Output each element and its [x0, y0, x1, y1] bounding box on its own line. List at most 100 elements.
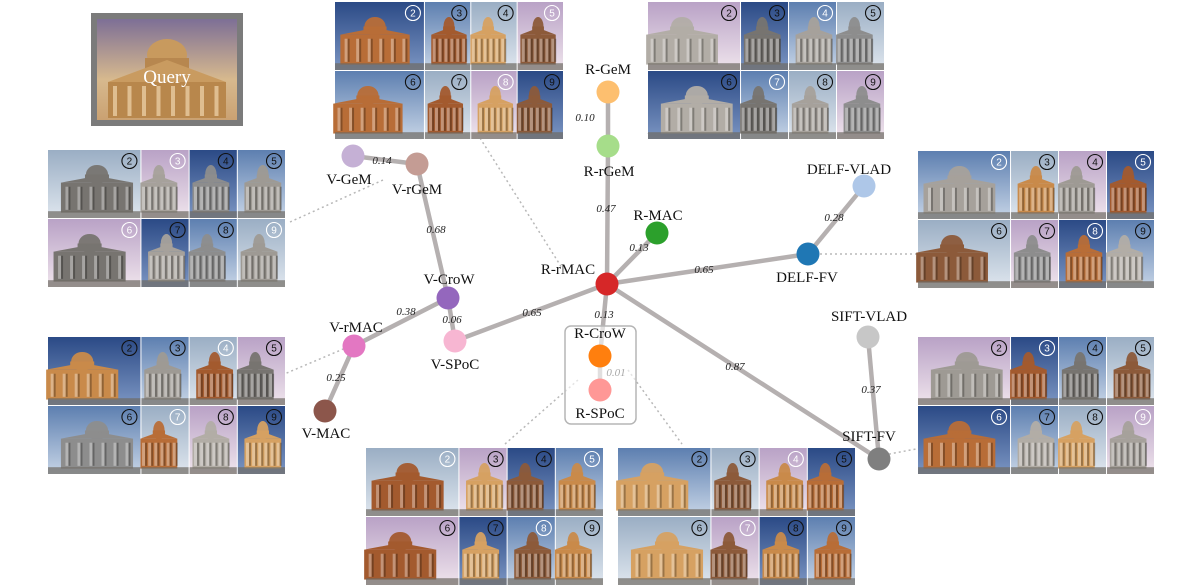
edge-weight-label: 0.65 [522, 307, 542, 319]
node-v-gem: V-GeM [326, 144, 372, 188]
thumbnail-image [506, 448, 555, 516]
thumbnail-image [335, 2, 424, 70]
rank-badge: 7 [169, 221, 186, 239]
rank-badge: 6 [720, 73, 738, 91]
rank-badge: 6 [990, 408, 1008, 426]
rank-number: 3 [1044, 158, 1050, 169]
rank-number: 7 [493, 524, 499, 535]
rank-number: 2 [127, 344, 133, 355]
node-r-rgem: R-rGeM [584, 134, 634, 180]
thumbnail-image [759, 517, 807, 585]
edge-weight-label: 0.06 [442, 314, 462, 326]
rank-badge: 8 [217, 221, 234, 239]
rank-number: 3 [745, 455, 751, 466]
rank-badge: 2 [720, 4, 738, 22]
edge-r-rmac-delf-fv [604, 251, 811, 287]
rank-number: 9 [271, 413, 277, 424]
rank-badge: 5 [835, 450, 853, 468]
rank-number: 6 [996, 227, 1002, 238]
rank-number: 4 [793, 455, 799, 466]
rank-number: 5 [1140, 158, 1146, 169]
query-label: Query [143, 67, 191, 88]
rank-number: 4 [541, 455, 547, 466]
rank-badge: 7 [1038, 222, 1056, 240]
rank-badge: 9 [1134, 222, 1152, 240]
rank-badge: 4 [1086, 339, 1104, 357]
rank-number: 5 [870, 9, 876, 20]
thumbnail-image [1058, 406, 1107, 474]
node-r-spoc: R-SPoC [575, 378, 625, 422]
rank-number: 7 [175, 413, 181, 424]
thumbnail-image [471, 71, 517, 139]
thumbnail-image [366, 448, 459, 516]
thumbnail-image [1107, 151, 1154, 219]
edge-weight-label: 0.65 [694, 264, 714, 276]
edge-r-rgem-r-rmac [604, 143, 611, 287]
node-label: V-CroW [423, 272, 475, 288]
rank-number: 8 [793, 524, 799, 535]
thumbnail-image [555, 448, 603, 516]
thumbnail-image [1107, 337, 1154, 405]
rank-badge: 3 [451, 4, 468, 22]
rank-badge: 6 [121, 408, 138, 426]
thumbnail-image [918, 337, 1011, 405]
rank-badge: 5 [1134, 153, 1152, 171]
rank-badge: 6 [404, 73, 421, 91]
rank-number: 3 [1044, 344, 1050, 355]
thumbnail-image [836, 2, 884, 70]
node-label: V-rGeM [392, 182, 442, 198]
rank-badge: 4 [1086, 153, 1104, 171]
rank-badge: 3 [768, 4, 786, 22]
thumbnail-image [1106, 220, 1154, 288]
leader-line [281, 346, 349, 376]
rank-number: 2 [726, 9, 732, 20]
rank-badge: 9 [864, 73, 882, 91]
rank-number: 8 [1092, 227, 1098, 238]
rank-badge: 2 [990, 153, 1008, 171]
node-label: R-GeM [585, 62, 631, 78]
node-r-rmac: R-rMAC [541, 262, 619, 296]
node-sift-vlad: SIFT-VLAD [831, 309, 907, 349]
rank-number: 6 [726, 78, 732, 89]
node-circle [595, 272, 619, 296]
rank-badge: 8 [1086, 408, 1104, 426]
leader-line [479, 137, 563, 269]
node-circle [588, 378, 612, 402]
rank-badge: 4 [217, 152, 234, 170]
thumbnail-image [616, 448, 711, 516]
rank-number: 5 [589, 455, 595, 466]
thumbnail-image [237, 406, 285, 474]
rank-number: 9 [271, 226, 277, 237]
edge-weight-label: 0.28 [824, 212, 844, 224]
thumbnail-image [554, 517, 603, 585]
rank-number: 3 [493, 455, 499, 466]
rank-badge: 2 [121, 339, 138, 357]
thumbnail-image [140, 150, 189, 218]
thumbnail-image [189, 150, 237, 218]
edge-weight-label: 0.25 [326, 372, 346, 384]
thumbnail-image [141, 337, 189, 405]
rank-badge: 2 [990, 339, 1008, 357]
thumbnail-image [807, 517, 855, 585]
node-v-crow: V-CroW [423, 272, 475, 310]
rank-number: 8 [223, 413, 229, 424]
thumbnail-image [517, 2, 563, 70]
rank-number: 9 [589, 524, 595, 535]
rank-number: 7 [774, 78, 780, 89]
thumbnail-image [188, 219, 237, 287]
thumbnail-image [618, 517, 711, 585]
rank-number: 4 [503, 9, 509, 20]
rank-badge: 5 [1134, 339, 1152, 357]
node-circle [436, 286, 460, 310]
rank-badge: 8 [497, 73, 514, 91]
thumbnail-image [806, 448, 855, 516]
rank-badge: 5 [583, 450, 601, 468]
rank-number: 2 [410, 9, 416, 20]
thumbnail-image [789, 71, 837, 139]
thumbnail-image [236, 337, 285, 405]
rank-badge: 6 [439, 519, 456, 537]
leader-line [289, 179, 384, 223]
